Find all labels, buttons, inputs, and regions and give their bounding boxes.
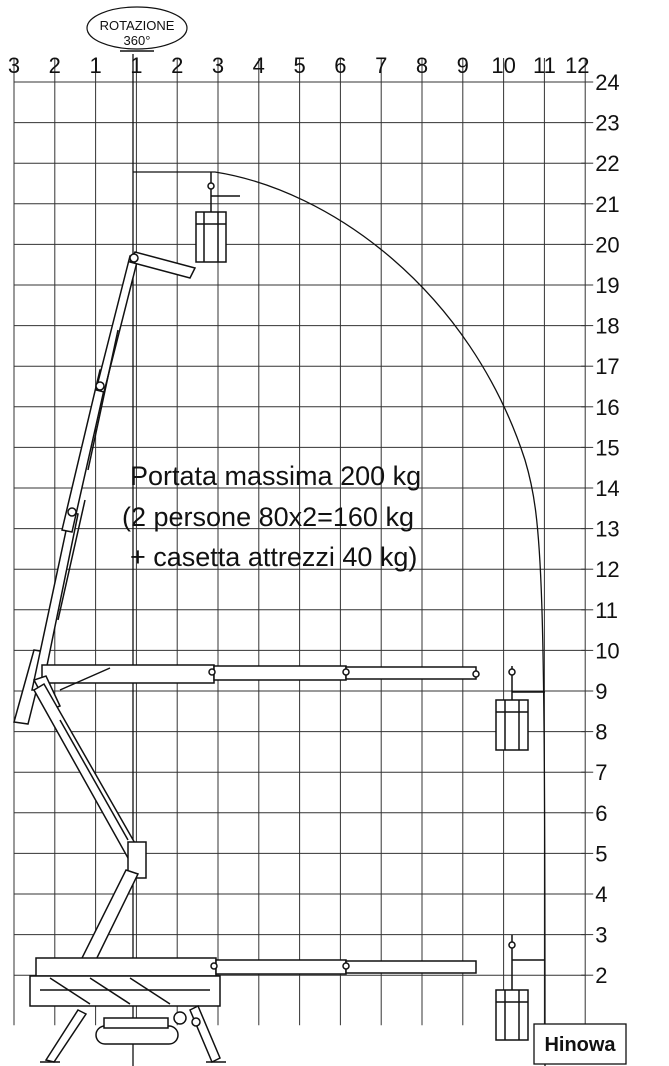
right-axis-tick-label: 16 bbox=[595, 395, 619, 420]
right-axis-tick-label: 15 bbox=[595, 435, 619, 460]
knuckle-arm bbox=[32, 682, 147, 970]
top-axis-tick-label: 3 bbox=[212, 53, 224, 78]
right-axis-tick-label: 5 bbox=[595, 841, 607, 866]
boom-horizontal-low bbox=[35, 957, 477, 977]
capacity-line3: + casetta attrezzi 40 kg) bbox=[130, 542, 417, 572]
rotation-badge-line2: 360° bbox=[124, 33, 151, 48]
top-axis-tick-label: 12 bbox=[565, 53, 589, 78]
machine-base bbox=[29, 975, 226, 1064]
right-axis-tick-label: 8 bbox=[595, 720, 607, 745]
lower-basket bbox=[495, 935, 545, 1041]
logo-text: Hinowa bbox=[544, 1034, 616, 1056]
right-axis-tick-label: 18 bbox=[595, 314, 619, 339]
rotation-badge: ROTAZIONE 360° bbox=[86, 6, 188, 52]
right-axis-tick-label: 4 bbox=[595, 882, 607, 907]
top-axis-tick-label: 11 bbox=[533, 53, 556, 78]
right-axis-tick-label: 23 bbox=[595, 111, 619, 136]
right-axis: 24 23 22 21 20 19 18 17 16 15 14 13 12 11 10 9 8 7 6 5 4 3 2 bbox=[581, 70, 620, 988]
top-axis-tick-label: 8 bbox=[416, 53, 428, 78]
right-axis-tick-label: 24 bbox=[595, 70, 619, 95]
boom-vertical-raised bbox=[13, 251, 197, 725]
top-axis-tick-label: 1 bbox=[130, 53, 142, 78]
top-axis-tick-label: 9 bbox=[457, 53, 469, 78]
top-axis-tick-label: 2 bbox=[171, 53, 183, 78]
top-axis-tick-label: 6 bbox=[334, 53, 346, 78]
right-axis-tick-label: 20 bbox=[595, 232, 619, 257]
right-axis-tick-label: 9 bbox=[595, 679, 607, 704]
top-axis-tick-label: 1 bbox=[89, 53, 101, 78]
top-axis-tick-label: 7 bbox=[375, 53, 387, 78]
right-axis-tick-label: 3 bbox=[595, 923, 607, 948]
right-axis-tick-label: 14 bbox=[595, 476, 619, 501]
right-axis-tick-label: 7 bbox=[595, 760, 607, 785]
capacity-line1: Portata massima 200 kg bbox=[130, 461, 421, 491]
right-axis-tick-label: 11 bbox=[595, 598, 618, 623]
top-axis-tick-label: 4 bbox=[253, 53, 265, 78]
right-axis-tick-label: 19 bbox=[595, 273, 619, 298]
right-axis-tick-label: 6 bbox=[595, 801, 607, 826]
right-axis-tick-label: 10 bbox=[595, 638, 619, 663]
right-axis-tick-label: 2 bbox=[595, 963, 607, 988]
capacity-text: Portata massima 200 kg (2 persone 80x2=1… bbox=[122, 461, 421, 572]
top-axis-tick-label: 5 bbox=[293, 53, 305, 78]
top-axis-tick-label: 10 bbox=[491, 53, 515, 78]
middle-basket bbox=[495, 666, 545, 751]
hinowa-logo: Hinowa bbox=[533, 1023, 627, 1065]
rotation-badge-line1: ROTAZIONE bbox=[100, 18, 175, 33]
right-axis-tick-label: 12 bbox=[595, 557, 619, 582]
right-axis-tick-label: 13 bbox=[595, 517, 619, 542]
capacity-line2: (2 persone 80x2=160 kg bbox=[122, 502, 414, 532]
right-axis-tick-label: 21 bbox=[595, 192, 619, 217]
right-axis-tick-label: 17 bbox=[595, 354, 619, 379]
top-axis-tick-label: 3 bbox=[8, 53, 20, 78]
upper-basket bbox=[195, 172, 240, 263]
right-axis-tick-label: 22 bbox=[595, 151, 619, 176]
working-envelope-curve bbox=[133, 171, 546, 1066]
top-axis-tick-label: 2 bbox=[49, 53, 61, 78]
boom-horizontal-mid bbox=[32, 664, 480, 711]
